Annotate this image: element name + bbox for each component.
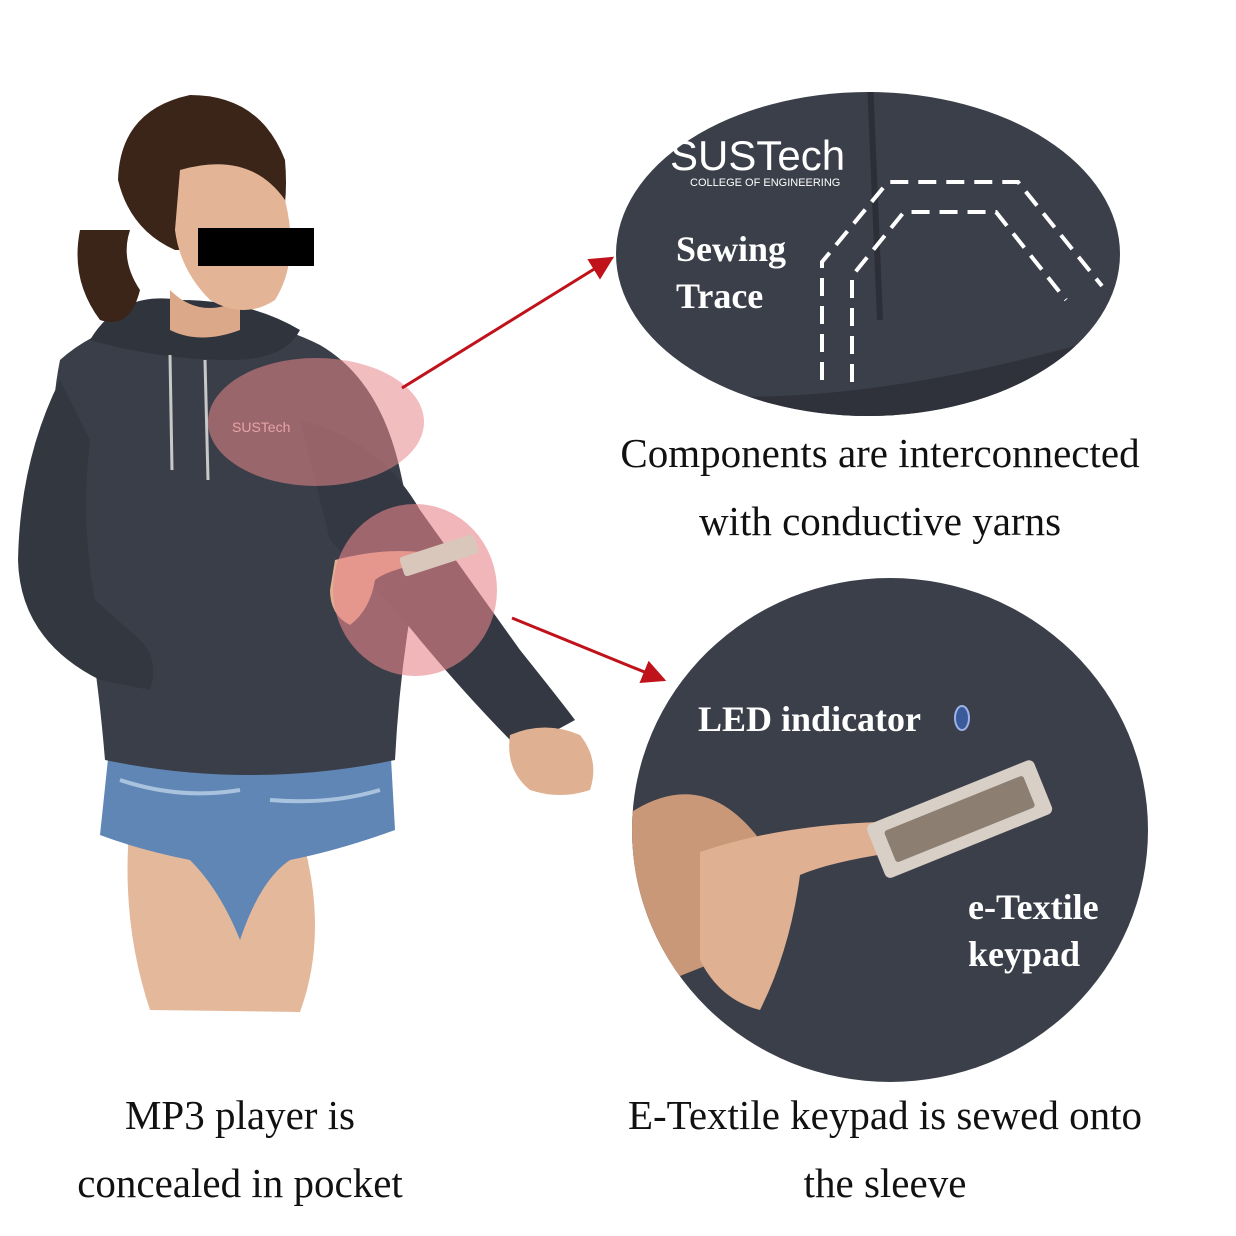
zoom-pointing-finger <box>700 821 941 1010</box>
sewing-trace-label-line1: Sewing <box>676 229 787 269</box>
sewing-trace-label-line2: Trace <box>676 275 764 316</box>
highlight-chest-logo <box>208 358 424 486</box>
caption-mp3-pocket-line1: MP3 player is <box>124 1092 356 1138</box>
sewing-trace-outer <box>820 180 1104 380</box>
sewing-trace-label: Sewing Trace <box>676 226 786 320</box>
arrow-to-top-zoom <box>401 256 615 390</box>
caption-keypad-sleeve: E-Textile keypad is sewed onto the sleev… <box>540 1082 1230 1217</box>
right-hand <box>509 727 594 795</box>
zoom-keypad <box>632 578 1148 1082</box>
keypad-label: e-Textile keypad <box>968 884 1118 978</box>
keypad-label-line1: e-Textile <box>968 887 1099 927</box>
zoom-logo-subtitle: COLLEGE OF ENGINEERING <box>690 177 840 189</box>
sewing-trace-inner <box>850 210 1068 382</box>
caption-mp3-pocket: MP3 player is concealed in pocket <box>20 1082 460 1217</box>
zoom-keypad-patch <box>867 760 1053 878</box>
person-figure: SUSTech <box>18 95 594 1012</box>
led-indicator-label: LED indicator <box>698 696 921 743</box>
caption-keypad-sleeve-line2: the sleeve <box>803 1159 967 1206</box>
led-indicator-label-text: LED indicator <box>698 699 922 739</box>
caption-interconnected: Components are interconnected with condu… <box>530 420 1230 555</box>
zoom-logo: SUSTech COLLEGE OF ENGINEERING <box>670 132 845 189</box>
caption-interconnected-line1: Components are interconnected <box>620 430 1140 476</box>
hoodie-left-sleeve <box>18 380 154 690</box>
caption-keypad-sleeve-line1: E-Textile keypad is sewed onto <box>627 1092 1143 1138</box>
zoom-logo-brand: SUSTech <box>670 132 845 179</box>
highlight-sleeve-keypad <box>333 504 497 676</box>
keypad-label-line2: keypad <box>968 933 1081 974</box>
sleeve-keypad-patch <box>399 534 479 577</box>
caption-interconnected-line2: with conductive yarns <box>698 497 1062 544</box>
face-censor-bar <box>198 228 314 266</box>
caption-mp3-pocket-line2: concealed in pocket <box>77 1159 403 1206</box>
arrow-to-bottom-zoom <box>511 616 667 683</box>
led-light <box>954 705 970 731</box>
